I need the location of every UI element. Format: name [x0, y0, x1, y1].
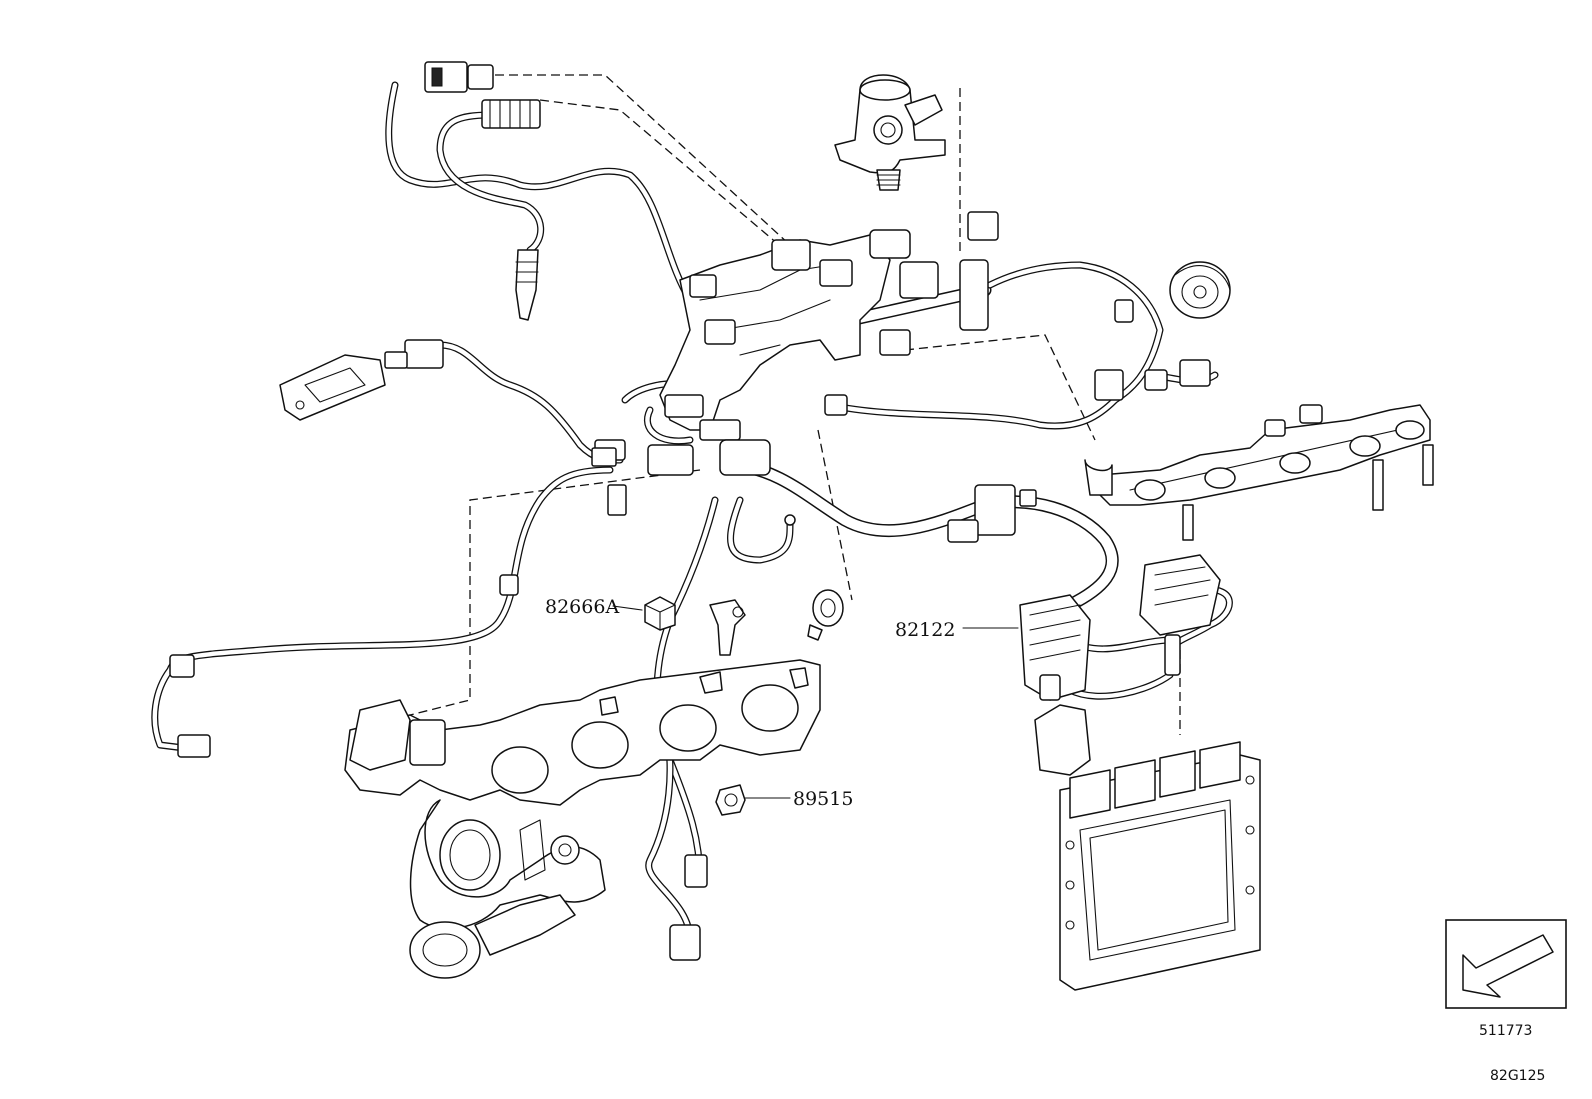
harness-clip-82666a [644, 596, 676, 631]
part-label-89515: 89515 [793, 788, 853, 810]
mass-airflow-sensor [279, 354, 386, 421]
grommet-89515 [715, 784, 746, 816]
view-direction-arrow-icon [1462, 934, 1554, 998]
high-pressure-fuel-pump [834, 74, 946, 191]
ecu-connector-harness-82122 [1019, 554, 1221, 701]
harness-wires [151, 81, 1233, 944]
cam-position-sensor [709, 599, 746, 656]
center-harness-block [594, 229, 989, 476]
vvt-solenoid [807, 589, 844, 641]
engine-control-unit [1034, 704, 1261, 991]
figure-code: 82G125 [1490, 1068, 1545, 1084]
knock-sensor [1169, 261, 1231, 319]
part-label-82666a: 82666A [545, 596, 619, 618]
part-label-82122: 82122 [895, 619, 955, 641]
fuel-rail [1084, 404, 1434, 541]
harness-connectors [169, 61, 1211, 961]
view-code: 511773 [1479, 1023, 1532, 1039]
turbocharger-exhaust-manifold [344, 659, 821, 979]
callout-leader-lines [612, 605, 1019, 799]
view-direction-box [1445, 919, 1567, 1009]
